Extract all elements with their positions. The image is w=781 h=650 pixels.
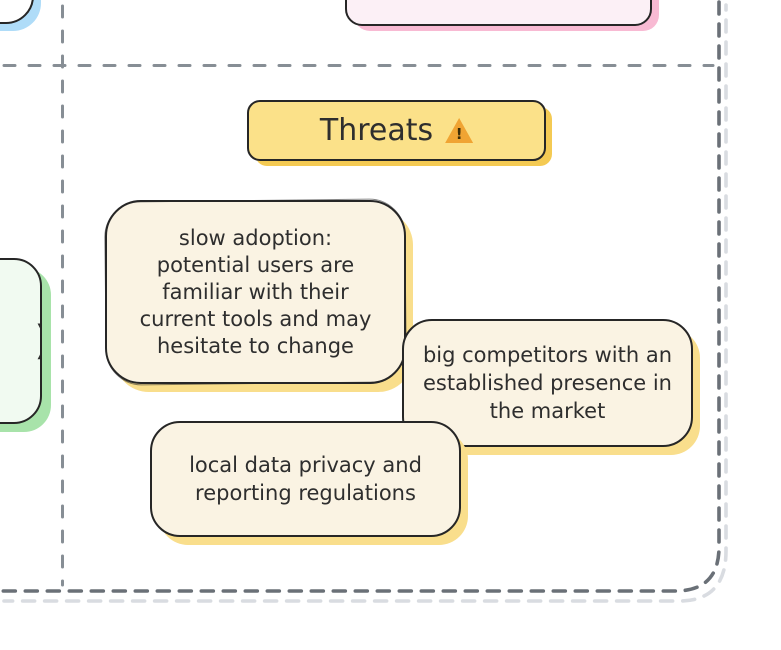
partial-note-text-fragment: ) (34, 318, 40, 364)
sticky-note-text: big competitors with an established pres… (422, 343, 673, 423)
partial-note-top-left[interactable] (0, 0, 34, 24)
partial-note-left[interactable]: ) (0, 258, 42, 424)
sticky-note-text: slow adoption: potential users are famil… (139, 225, 372, 358)
partial-note-top[interactable] (345, 0, 652, 26)
warning-exclamation: ! (455, 125, 463, 143)
threats-label: Threats (319, 113, 434, 148)
sticky-note-data-privacy[interactable]: local data privacy and reporting regulat… (150, 421, 461, 537)
warning-icon: ! (445, 118, 474, 143)
threats-quadrant-header[interactable]: Threats ! (247, 100, 546, 161)
sticky-note-slow-adoption[interactable]: slow adoption: potential users are famil… (105, 200, 406, 384)
sticky-note-text: local data privacy and reporting regulat… (189, 453, 422, 505)
